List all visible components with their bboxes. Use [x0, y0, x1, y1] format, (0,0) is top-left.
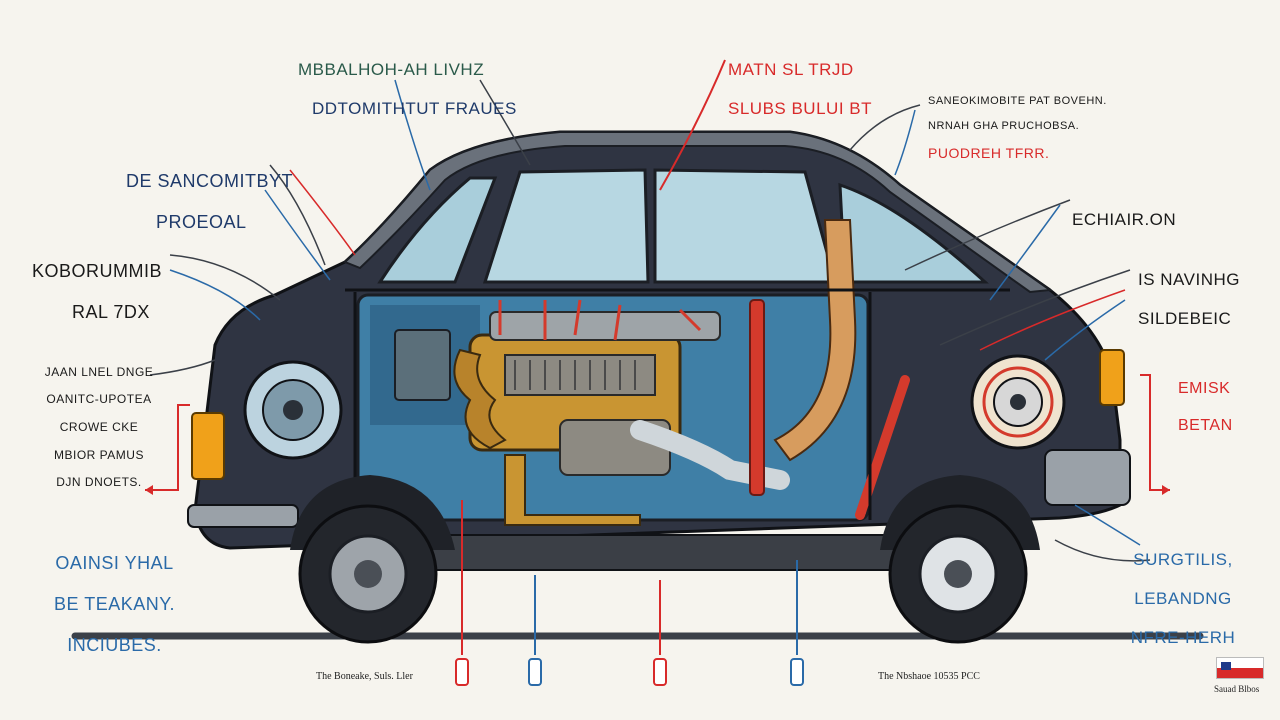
label-line: DJN DNOETS.	[56, 475, 142, 490]
left-red-arrowhead	[145, 485, 153, 495]
oil-pan	[504, 454, 641, 526]
label-upper-left: DE SANCOMITBYT PROEOAL	[126, 150, 293, 253]
front-speaker	[970, 354, 1066, 450]
flag-emblem	[1221, 662, 1231, 670]
rear-wheel	[290, 475, 455, 644]
rear-bumper	[187, 504, 299, 528]
front-bumper	[1044, 449, 1131, 506]
label-bottom-right: SURGTILIS, LEBANDNG NFRE-HERH	[1128, 530, 1238, 667]
label-line: SURGTILIS,	[1133, 549, 1233, 569]
front-wheel	[880, 475, 1040, 644]
label-line: MATN SL TRJD	[728, 59, 854, 79]
intake-duct	[773, 219, 857, 462]
manifold	[453, 348, 507, 450]
label-top-left: MBBALHOH-AH LIVHZ DDTOMITHTUT FRAUES	[298, 40, 517, 138]
label-line: CROWE CKE	[59, 419, 139, 434]
rear-light	[191, 412, 225, 480]
gauge-markers	[455, 658, 804, 686]
label-line: EMISK	[1178, 380, 1231, 398]
red-fuel-lines	[498, 299, 702, 341]
windshield	[838, 182, 989, 284]
window-rear	[377, 176, 498, 284]
label-line: NFRE-HERH	[1130, 627, 1236, 647]
label-line: NRNAH GHA PRUCHOBSA.	[928, 119, 1080, 132]
label-line: OAINSI YHAL	[55, 552, 174, 573]
left-red-arrow	[145, 404, 190, 491]
callout-lines	[149, 59, 1151, 562]
label-line: SANEOKIMOBITE PAT BOVEHN.	[928, 94, 1107, 107]
label-line: DDTOMITHTUT FRAUES	[312, 98, 517, 118]
flag-icon	[1216, 657, 1264, 679]
window-middle	[482, 168, 650, 284]
footer-badge: Sauad Blbos	[1214, 684, 1260, 694]
label-line: SLUBS BULUI BT	[728, 98, 872, 118]
label-line: MBBALHOH-AH LIVHZ	[298, 59, 485, 79]
label-top-right: SANEOKIMOBITE PAT BOVEHN. NRNAH GHA PRUC…	[928, 82, 1107, 174]
label-line: PROEOAL	[156, 212, 247, 233]
red-rod	[855, 375, 910, 520]
roof	[343, 131, 1053, 294]
label-line: LEBANDNG	[1134, 588, 1232, 608]
label-bottom-left: OAINSI YHAL BE TEAKANY. INCIUBES.	[52, 532, 177, 677]
front-indicator	[1099, 349, 1125, 406]
exhaust-pipe	[630, 420, 790, 490]
label-line: RAL 7DX	[72, 302, 150, 323]
label-line: BE TEAKANY.	[54, 594, 175, 615]
label-line: INCIUBES.	[67, 635, 162, 656]
window-front	[653, 168, 837, 284]
label-mid-left: KOBORUMMIB RAL 7DX	[32, 240, 162, 343]
label-line: KOBORUMMIB	[32, 260, 163, 281]
label-left-small: JAAN LNEL DNGE OANITC-UPOTEA CROWE CKE M…	[34, 352, 164, 504]
fuel-tank	[394, 329, 451, 401]
right-red-arrow	[1140, 374, 1170, 491]
label-line: SILDEBEIC	[1138, 308, 1232, 328]
flag-bottom	[1217, 668, 1263, 678]
label-right-red: EMISK BETAN	[1178, 362, 1233, 454]
label-line: PUODREH TFRR.	[928, 145, 1050, 162]
label-top-center: MATN SL TRJD SLUBS BULUI BT	[728, 40, 872, 138]
label-line: OANITC-UPOTEA	[46, 392, 152, 407]
right-red-arrowhead	[1162, 485, 1170, 495]
cylinder-fins	[514, 360, 636, 390]
rear-speaker	[243, 360, 343, 460]
label-line: JAAN LNEL DNGE	[44, 364, 154, 379]
label-line: DE SANCOMITBYT	[126, 170, 294, 191]
label-right-1: ECHIAIR.ON	[1072, 190, 1176, 249]
label-line: BETAN	[1178, 417, 1233, 435]
red-strut	[749, 299, 765, 496]
drop-lines	[461, 500, 798, 655]
label-line: IS NAVINHG	[1138, 269, 1240, 289]
label-line: MBIOR PAMUS	[54, 447, 144, 462]
valve-cover	[489, 311, 721, 341]
cylinder-head	[504, 354, 656, 396]
label-line: ECHIAIR.ON	[1072, 209, 1177, 229]
footer-left: The Boneake, Suls. Ller	[316, 671, 413, 682]
label-right-2: IS NAVINHG SILDEBEIC	[1138, 250, 1240, 348]
footer-right: The Nbshaoe 10535 PCC	[878, 671, 980, 682]
flag-top	[1217, 658, 1263, 668]
